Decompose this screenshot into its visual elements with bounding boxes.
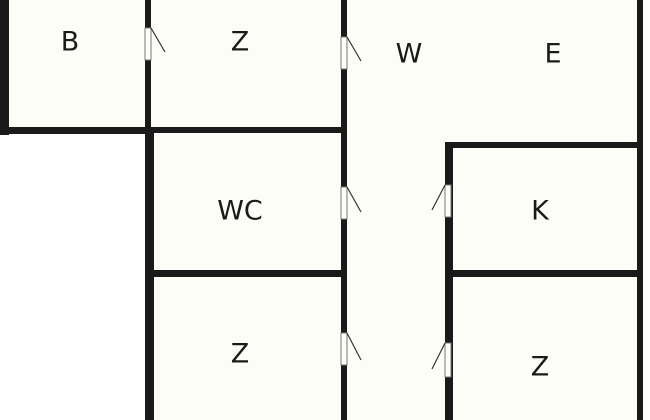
- wall-z1-bottom: [145, 127, 346, 133]
- door-k-hall-swing: [431, 184, 446, 211]
- door-z2-hall-swing: [346, 332, 362, 361]
- room-label-k: K: [531, 196, 550, 227]
- door-z1-hall-gap: [340, 36, 348, 70]
- door-wc-hall-swing: [346, 186, 362, 213]
- wall-left-column: [145, 127, 154, 420]
- wall-e-bottom: [445, 142, 643, 148]
- room-label-z1: Z: [231, 27, 250, 58]
- door-k-hall-gap: [444, 184, 452, 218]
- room-label-e: E: [544, 39, 561, 70]
- wall-hall-right: [445, 143, 453, 420]
- room-z3-floor: [453, 277, 638, 420]
- room-b-floor: [8, 0, 148, 127]
- wall-b-bottom: [0, 127, 154, 134]
- hallway-floor: [346, 0, 447, 420]
- room-k-floor: [453, 149, 638, 271]
- door-z2-hall-gap: [340, 332, 348, 366]
- room-label-b: B: [61, 27, 80, 58]
- room-label-z2: Z: [231, 339, 250, 370]
- door-wc-hall-gap: [340, 186, 348, 220]
- room-wc-floor: [154, 134, 343, 271]
- room-z1-floor: [151, 0, 343, 128]
- door-z3-hall-swing: [431, 342, 446, 370]
- door-b-z1-swing: [150, 27, 166, 53]
- room-z2-floor: [154, 277, 343, 420]
- room-label-z3: Z: [531, 352, 550, 383]
- wall-k-bottom: [451, 270, 643, 277]
- room-e-floor: [447, 0, 638, 143]
- room-label-w: W: [396, 39, 423, 70]
- door-z3-hall-gap: [444, 342, 452, 378]
- wall-right-outer: [637, 0, 643, 420]
- wall-b-z1-divider: [145, 0, 151, 132]
- door-b-z1-gap: [144, 27, 152, 61]
- wall-b-left: [0, 0, 9, 135]
- wall-wc-bottom: [151, 270, 346, 277]
- door-z1-hall-swing: [346, 36, 362, 62]
- room-label-wc: WC: [217, 196, 263, 227]
